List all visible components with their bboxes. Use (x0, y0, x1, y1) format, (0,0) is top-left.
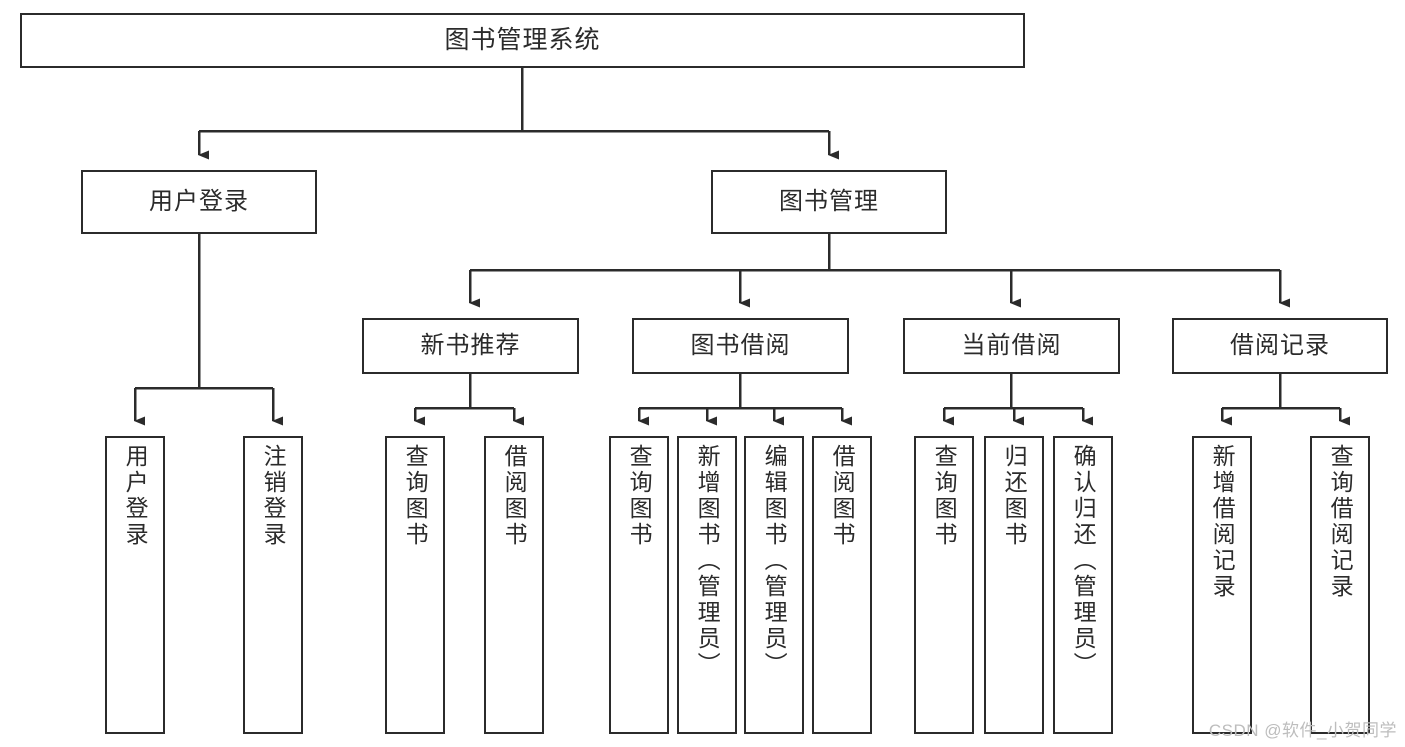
node-leaf-return-book-label: 归还图书 (1001, 444, 1028, 548)
watermark-text: CSDN @软件_小贺同学 (1208, 721, 1397, 740)
node-book-manage-label: 图书管理 (779, 188, 879, 216)
node-root[interactable]: 图书管理系统 (20, 13, 1025, 68)
node-borrow-record[interactable]: 借阅记录 (1172, 318, 1388, 374)
node-leaf-borrow-book-label: 借阅图书 (829, 444, 856, 548)
node-current-borrow[interactable]: 当前借阅 (903, 318, 1120, 374)
node-leaf-user-login[interactable]: 用户登录 (105, 436, 165, 734)
node-leaf-user-login-label: 用户登录 (122, 444, 149, 548)
node-leaf-query-book-rec[interactable]: 查询图书 (385, 436, 445, 734)
node-leaf-query-book-cur[interactable]: 查询图书 (914, 436, 974, 734)
node-leaf-confirm-return[interactable]: 确认归还（管理员） (1053, 436, 1113, 734)
node-book-manage[interactable]: 图书管理 (711, 170, 947, 234)
node-leaf-return-book[interactable]: 归还图书 (984, 436, 1044, 734)
node-leaf-add-record[interactable]: 新增借阅记录 (1192, 436, 1252, 734)
node-leaf-logout-label: 注销登录 (260, 444, 287, 548)
node-book-borrow[interactable]: 图书借阅 (632, 318, 849, 374)
node-leaf-add-book-label: 新增图书（管理员） (694, 444, 721, 678)
node-new-book-rec[interactable]: 新书推荐 (362, 318, 579, 374)
node-leaf-borrow-book-rec[interactable]: 借阅图书 (484, 436, 544, 734)
node-root-label: 图书管理系统 (444, 26, 601, 55)
node-leaf-query-record[interactable]: 查询借阅记录 (1310, 436, 1370, 734)
node-leaf-logout[interactable]: 注销登录 (243, 436, 303, 734)
node-user-login[interactable]: 用户登录 (81, 170, 317, 234)
node-leaf-query-book-borrow[interactable]: 查询图书 (609, 436, 669, 734)
node-current-borrow-label: 当前借阅 (961, 332, 1062, 360)
node-leaf-query-book-cur-label: 查询图书 (931, 444, 958, 548)
node-new-book-rec-label: 新书推荐 (420, 332, 521, 360)
node-leaf-borrow-book-rec-label: 借阅图书 (501, 444, 528, 548)
node-leaf-edit-book-label: 编辑图书（管理员） (761, 444, 788, 678)
node-leaf-add-book[interactable]: 新增图书（管理员） (677, 436, 737, 734)
node-leaf-query-book-borrow-label: 查询图书 (626, 444, 653, 548)
node-user-login-label: 用户登录 (149, 188, 249, 216)
node-borrow-record-label: 借阅记录 (1230, 332, 1330, 360)
node-leaf-query-record-label: 查询借阅记录 (1327, 444, 1354, 600)
node-leaf-add-record-label: 新增借阅记录 (1209, 444, 1236, 600)
node-book-borrow-label: 图书借阅 (690, 332, 791, 360)
node-leaf-edit-book[interactable]: 编辑图书（管理员） (744, 436, 804, 734)
node-leaf-borrow-book[interactable]: 借阅图书 (812, 436, 872, 734)
node-leaf-confirm-return-label: 确认归还（管理员） (1070, 444, 1097, 678)
node-leaf-query-book-rec-label: 查询图书 (402, 444, 429, 548)
